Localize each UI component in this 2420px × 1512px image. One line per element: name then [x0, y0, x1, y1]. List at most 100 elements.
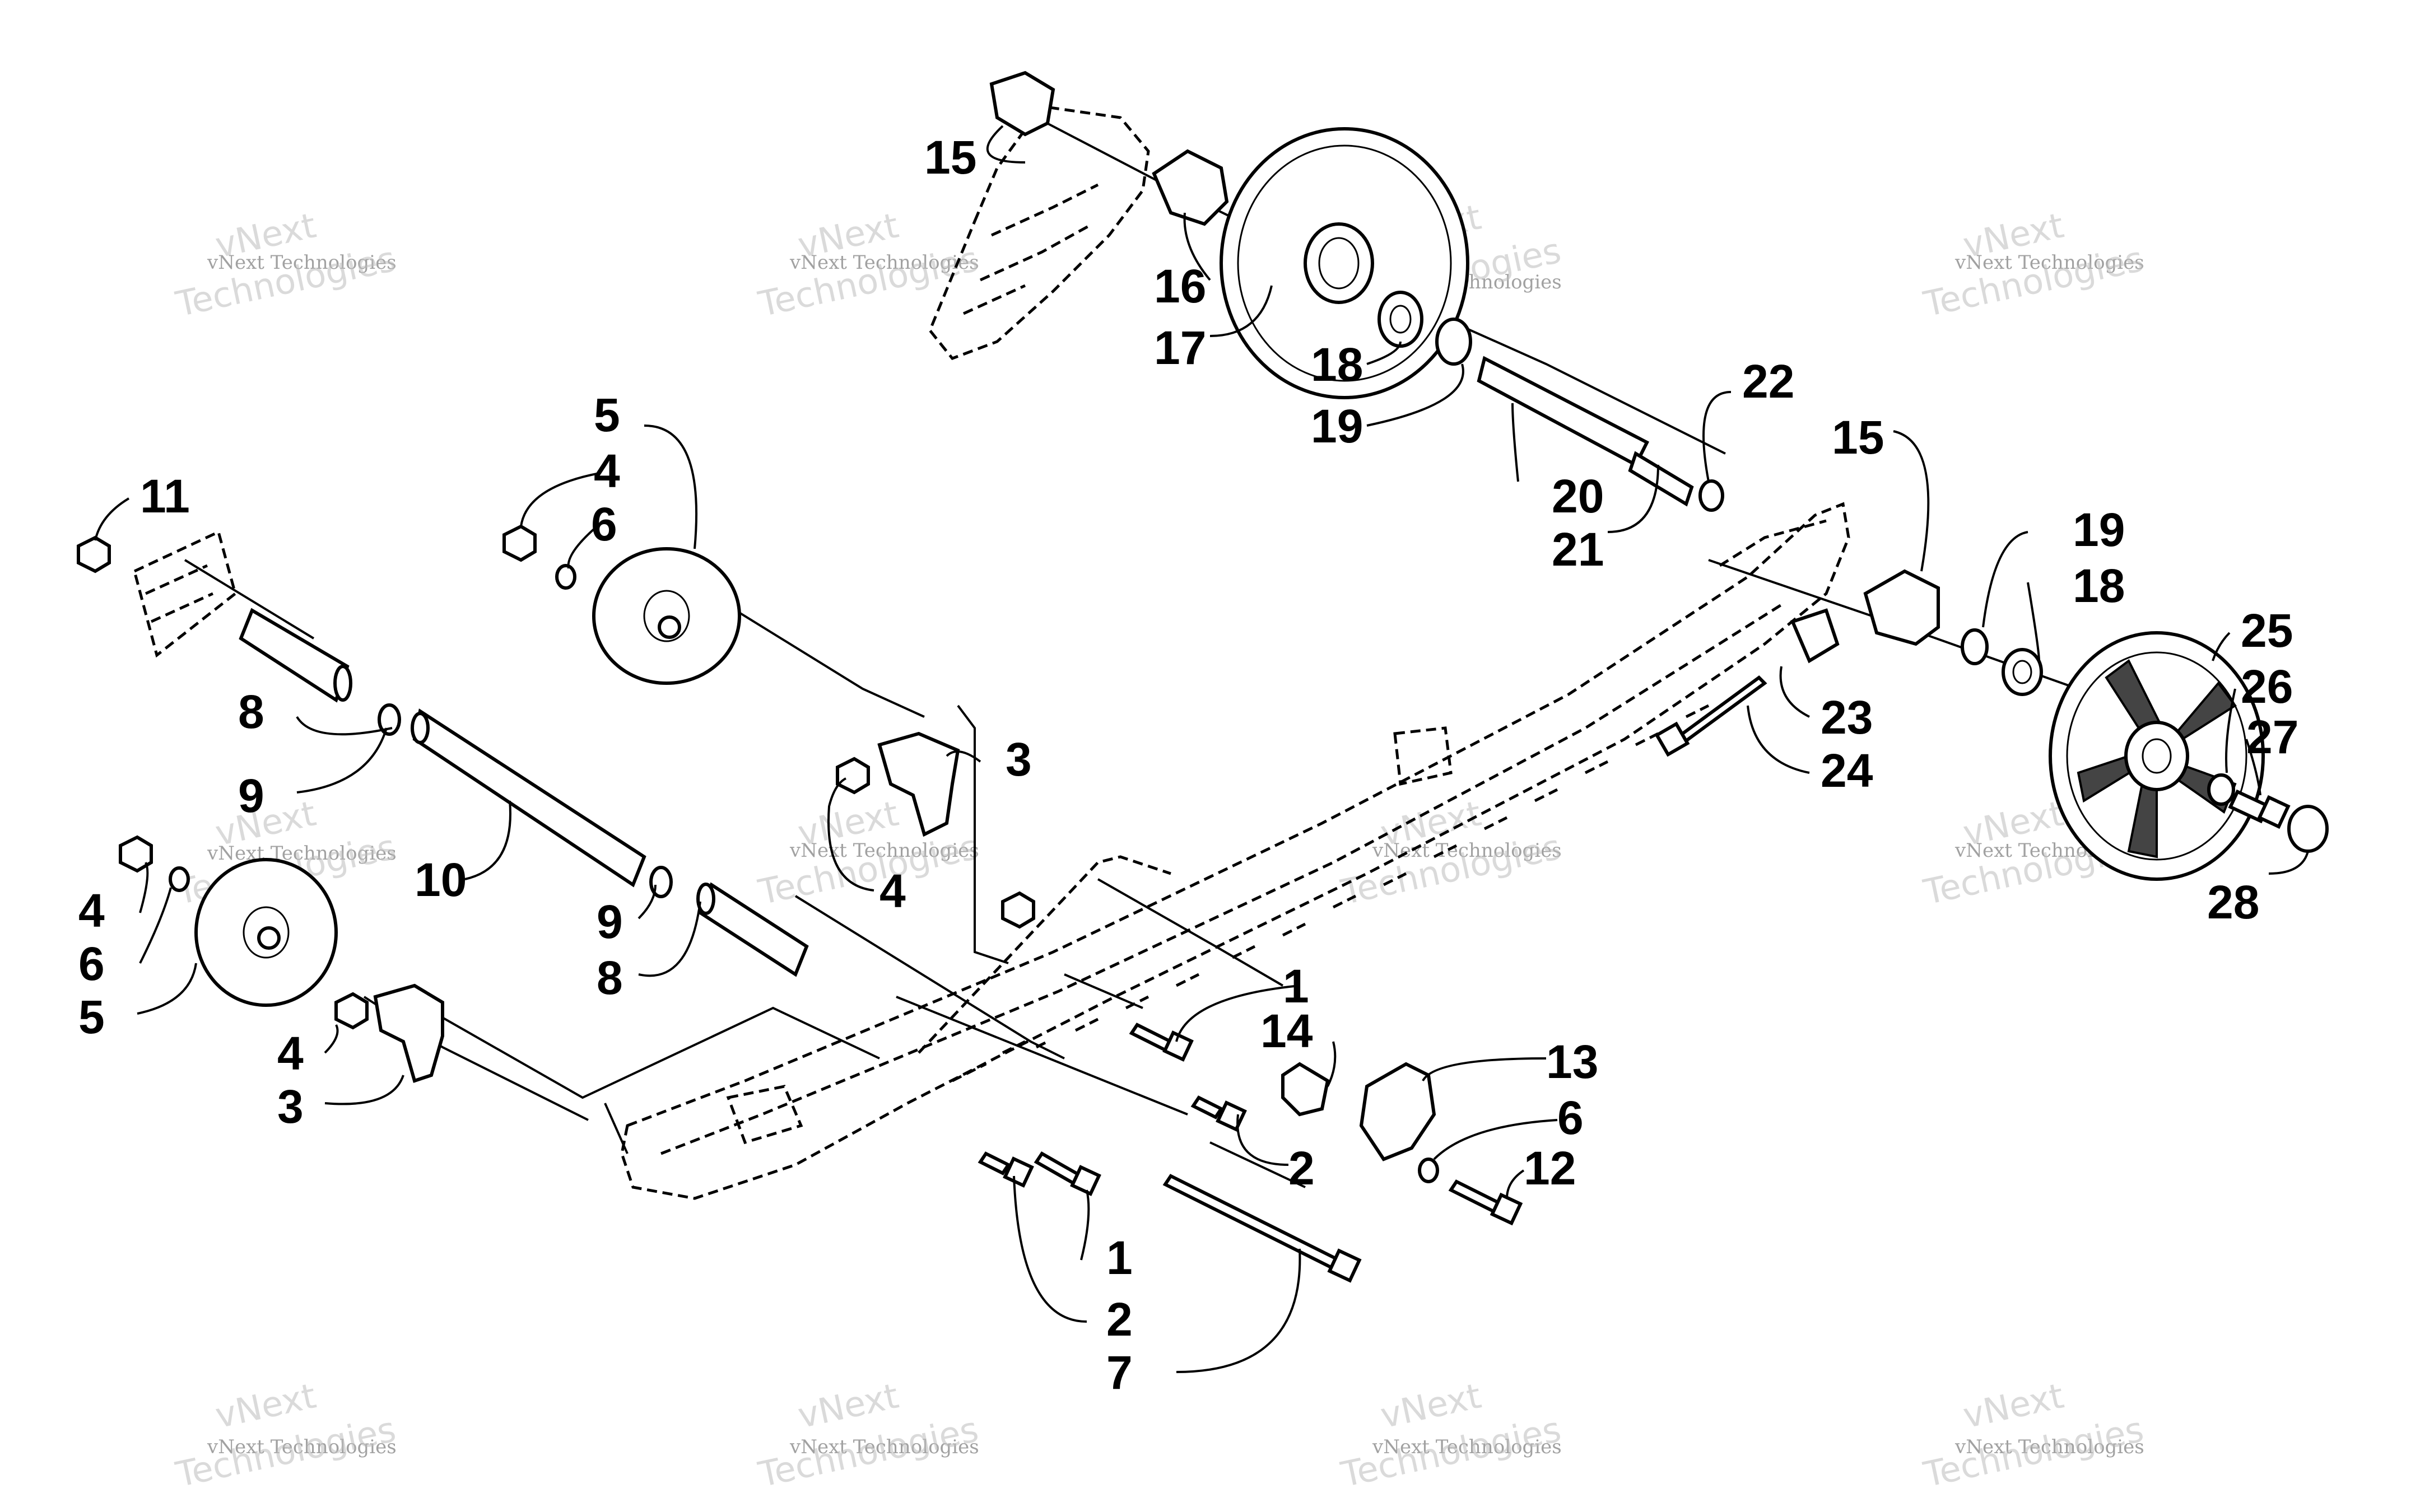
axle-sleeve-8-upper: [239, 608, 352, 703]
callout-4: 4: [879, 865, 906, 917]
bolt-1-lower: [1034, 1151, 1101, 1196]
svg-text:vNext Technologies: vNext Technologies: [789, 839, 979, 862]
lock-nut-4-upper: [502, 524, 537, 562]
callout-27: 27: [2246, 711, 2298, 763]
callout-12: 12: [1524, 1142, 1576, 1194]
bolt-12: [1448, 1179, 1523, 1226]
svg-text:vNext Technologies: vNext Technologies: [1372, 839, 1562, 862]
watermark: vNext Technologies vNext Technologies: [172, 1375, 399, 1495]
callout-25: 25: [2241, 604, 2293, 657]
watermark: vNext Technologies vNext Technologies: [172, 205, 399, 325]
callout-14: 14: [1260, 1005, 1313, 1057]
callout-4: 4: [277, 1027, 304, 1080]
svg-text:vNext Technologies: vNext Technologies: [1954, 1436, 2144, 1458]
watermark: vNext Technologies vNext Technologies: [755, 205, 982, 325]
frame-stop-block: [1790, 608, 1840, 664]
watermark: vNext Technologies vNext Technologies: [1920, 205, 2147, 325]
bearing-18-upper: [1377, 291, 1423, 348]
axle-spacer-20: [1477, 356, 1694, 507]
washer: [2207, 773, 2235, 806]
watermark: vNext Technologies vNext Technologies: [1337, 1375, 1565, 1495]
callout-23: 23: [1821, 691, 1873, 744]
idler-wheel-spoked: [2049, 631, 2265, 881]
bumper-block-13: [1359, 1062, 1436, 1161]
bearing-18-lower: [2002, 648, 2043, 696]
washer-22: [1698, 479, 1724, 512]
callout-1: 1: [1106, 1231, 1133, 1284]
svg-text:vNext Technologies: vNext Technologies: [789, 251, 979, 274]
leader-lines: [94, 125, 2309, 1373]
callout-4: 4: [594, 445, 620, 497]
callout-labels: 11 5 4 6 8 9 10 9 8 3 4 4 6 5 4 3 15 16 …: [78, 131, 2298, 1399]
bolt-2-lower: [978, 1151, 1034, 1188]
axle-sleeve-8-lower: [696, 882, 809, 977]
lock-nut-4-mid-upper: [836, 757, 870, 795]
callout-9: 9: [597, 895, 623, 948]
lock-nut-4-bracket: [334, 992, 369, 1030]
bolt-24: [1654, 675, 1767, 757]
watermark-layer: vNext Technologies vNext Technologies vN…: [172, 197, 2147, 1495]
retaining-ring-19-lower: [1961, 628, 1989, 665]
watermark: vNext Technologies vNext Technologies: [755, 1375, 982, 1495]
callout-3: 3: [277, 1080, 304, 1133]
callout-26: 26: [2241, 660, 2293, 713]
hub-cap: [2287, 805, 2329, 853]
lock-nut-4-lower-left: [119, 835, 153, 873]
callout-6: 6: [78, 937, 105, 990]
callout-4: 4: [78, 884, 105, 937]
callout-15: 15: [924, 131, 976, 184]
callout-2: 2: [1106, 1293, 1133, 1346]
callout-19: 19: [1311, 400, 1363, 452]
callout-18: 18: [1311, 338, 1363, 391]
callout-28: 28: [2207, 876, 2259, 928]
lock-nut-11: [77, 535, 111, 573]
svg-text:vNext Technologies: vNext Technologies: [207, 1436, 397, 1458]
callout-17: 17: [1154, 321, 1206, 374]
hub-insert-16: [1152, 149, 1229, 226]
callout-18: 18: [2073, 559, 2125, 612]
callout-8: 8: [238, 685, 264, 738]
callout-6: 6: [1557, 1091, 1584, 1144]
callout-8: 8: [597, 951, 623, 1004]
callout-2: 2: [1288, 1142, 1315, 1194]
callout-22: 22: [1742, 355, 1794, 408]
callout-1: 1: [1283, 960, 1309, 1012]
left-rail-stub: [133, 530, 237, 658]
spacer-14: [1281, 1062, 1330, 1117]
callout-13: 13: [1546, 1035, 1598, 1088]
slide-rail-frame: [620, 502, 1850, 1200]
retaining-ring-19-upper: [1435, 318, 1472, 366]
callout-10: 10: [415, 853, 467, 906]
callout-3: 3: [1006, 733, 1032, 786]
callout-15: 15: [1832, 411, 1884, 464]
hub-insert-15-lower: [1863, 569, 1940, 646]
callout-5: 5: [594, 389, 620, 441]
callout-21: 21: [1552, 523, 1604, 576]
bolt-7: [1162, 1174, 1362, 1283]
washer-6-upper: [555, 564, 576, 590]
svg-text:vNext Technologies: vNext Technologies: [1372, 1436, 1562, 1458]
svg-text:vNext Technologies: vNext Technologies: [789, 1436, 979, 1458]
spring-block-15-upper: [989, 71, 1055, 137]
axle-tube-10: [411, 708, 646, 888]
callout-6: 6: [591, 498, 617, 550]
callout-24: 24: [1821, 744, 1873, 797]
callout-19: 19: [2073, 503, 2125, 556]
idler-wheel-small-upper: [592, 547, 741, 685]
bolt-1-upper: [1129, 1023, 1194, 1062]
svg-text:vNext Technologies: vNext Technologies: [1954, 251, 2144, 274]
idler-wheel-small-lower: [194, 858, 338, 1007]
callout-9: 9: [238, 769, 264, 822]
washer-6-lower: [169, 866, 190, 892]
callout-11: 11: [140, 470, 190, 522]
callout-16: 16: [1154, 260, 1206, 312]
lock-nut-4-mid-lower: [1001, 891, 1035, 929]
upper-rail-bracket: [928, 105, 1150, 360]
washer-6-right: [1418, 1158, 1439, 1183]
bolt-2-upper: [1190, 1095, 1247, 1132]
shock-bracket-3-lower: [373, 983, 444, 1083]
callout-5: 5: [78, 991, 105, 1043]
shock-bracket-3-upper: [877, 731, 960, 837]
spacer-ring-9-upper: [378, 703, 401, 736]
